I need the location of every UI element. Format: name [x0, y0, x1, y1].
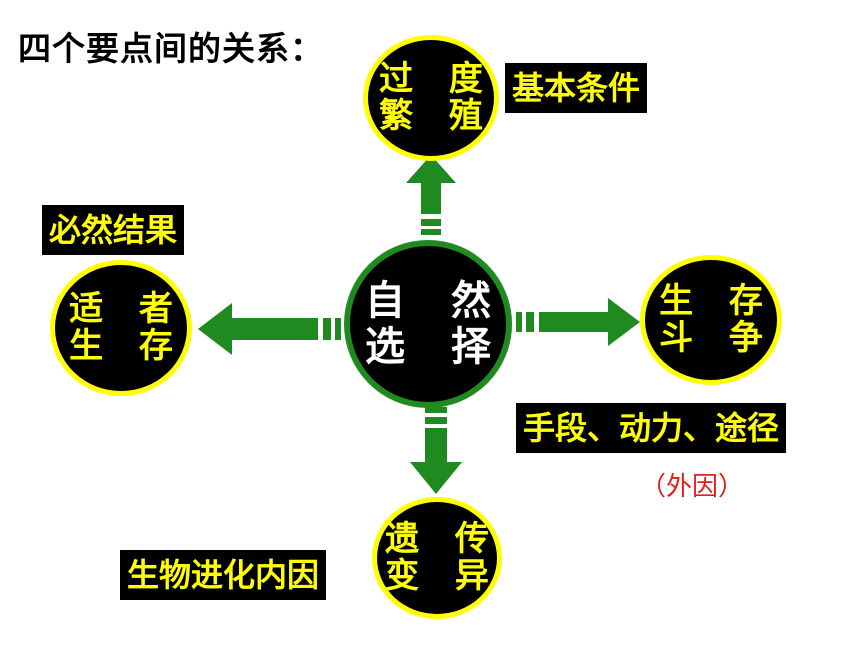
- arrow-right-body: [539, 298, 640, 346]
- node-right-line2: 斗 争: [659, 318, 775, 358]
- node-struggle-for-existence: 生 存 斗 争: [640, 255, 782, 385]
- node-left-line1: 适 者: [69, 289, 185, 330]
- node-survival-of-fittest: 适 者 生 存: [50, 260, 192, 396]
- arrow-left: [198, 303, 341, 355]
- arrow-up: [406, 155, 456, 235]
- node-center-line2: 选 择: [365, 324, 507, 370]
- label-internal-cause: 生物进化内因: [120, 550, 327, 600]
- arrow-right-stripe: [526, 312, 534, 332]
- arrow-right: [516, 298, 640, 346]
- label-basic-condition: 基本条件: [505, 63, 648, 113]
- arrow-down-stripe: [425, 407, 447, 413]
- arrow-left-stripe: [323, 318, 331, 340]
- node-center-line1: 自 然: [365, 278, 507, 324]
- arrow-up-body: [406, 155, 456, 214]
- node-overproduction: 过 度 繁 殖: [363, 35, 499, 161]
- arrow-down-stripe: [425, 417, 447, 424]
- node-bottom-line2: 变 异: [385, 556, 501, 596]
- node-right-line1: 生 存: [659, 281, 775, 322]
- label-means-driving-force: 手段、动力、途径: [516, 403, 787, 453]
- arrow-right-stripe: [516, 312, 522, 332]
- node-heredity-variation: 遗 传 变 异: [372, 497, 502, 619]
- node-left-line2: 生 存: [69, 326, 185, 366]
- arrow-left-stripe: [335, 318, 341, 340]
- note-external-cause: （外因）: [640, 472, 745, 502]
- label-inevitable-result: 必然结果: [42, 205, 185, 255]
- arrow-down-body: [410, 428, 462, 494]
- page-title: 四个要点间的关系：: [18, 29, 324, 68]
- node-top-line1: 过 度: [379, 59, 495, 100]
- arrow-left-body: [198, 303, 318, 355]
- node-bottom-line1: 遗 传: [385, 519, 501, 560]
- node-top-line2: 繁 殖: [379, 96, 495, 136]
- arrow-down: [410, 407, 462, 494]
- arrow-up-stripe: [421, 219, 441, 226]
- arrow-up-stripe: [421, 229, 441, 235]
- node-natural-selection: 自 然 选 择: [344, 240, 512, 408]
